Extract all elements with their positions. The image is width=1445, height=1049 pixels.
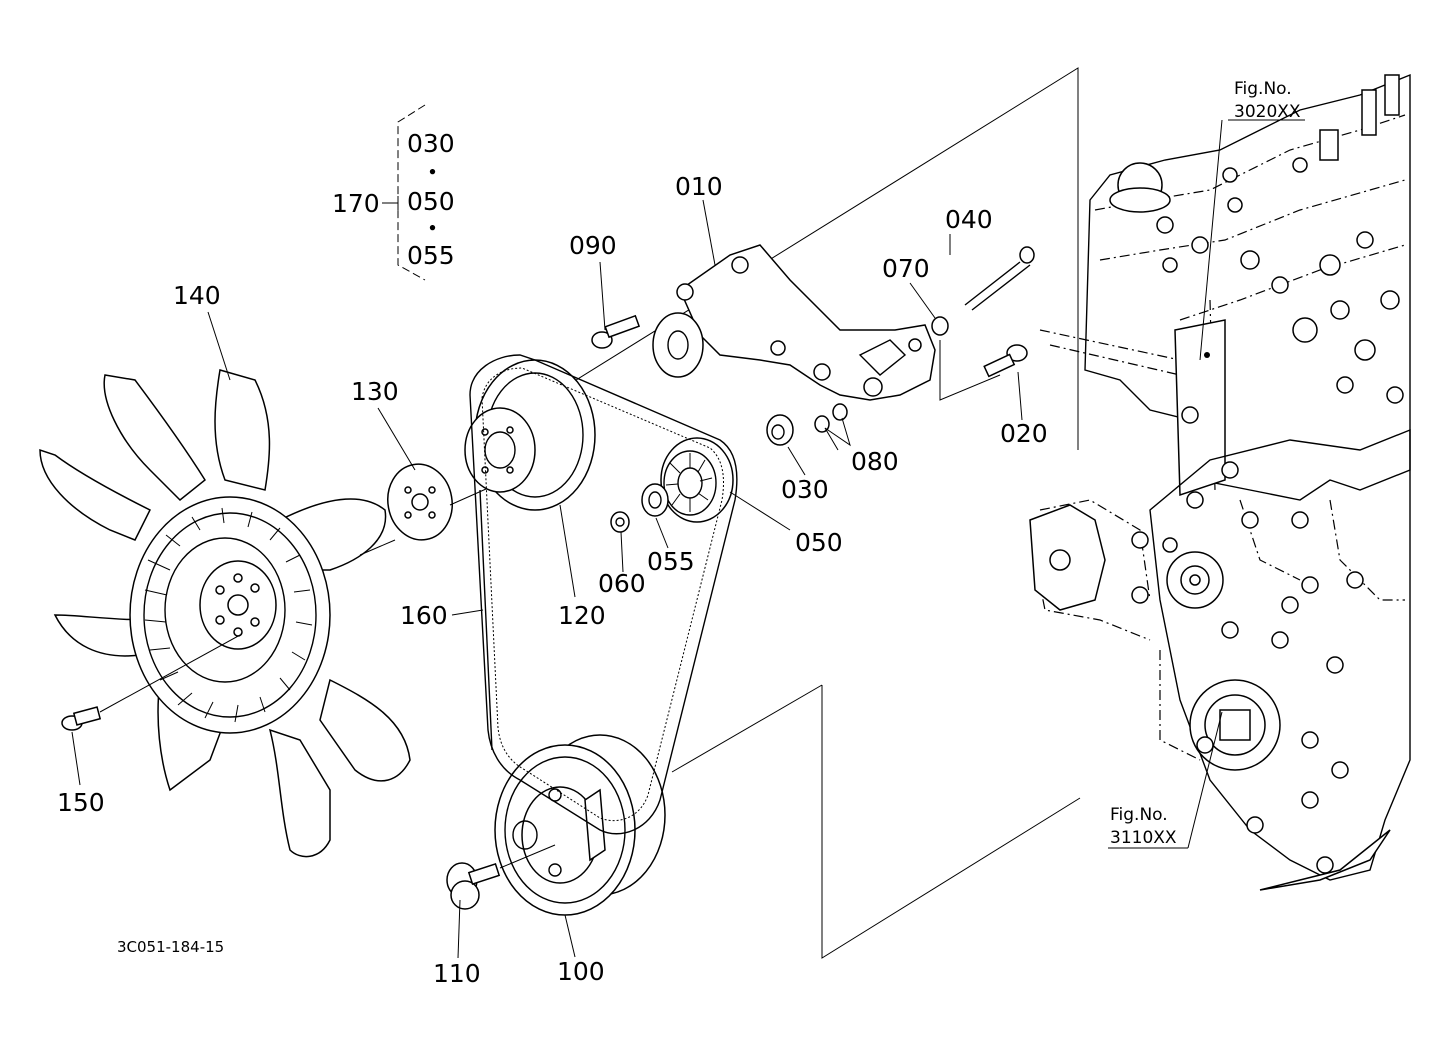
- kit-170-item-055: 055: [407, 241, 455, 270]
- label-050: 050: [795, 528, 843, 557]
- label-150: 150: [57, 788, 105, 817]
- label-120: 120: [558, 601, 606, 630]
- cooling-fan-140[interactable]: [39, 369, 411, 858]
- label-170: 170: [332, 189, 380, 218]
- label-090: 090: [569, 231, 617, 260]
- fig-ref-bottom-value[interactable]: 3110XX: [1110, 828, 1177, 848]
- kit-170-bracket: [382, 104, 426, 281]
- kit-170-item-050: 050: [407, 187, 455, 216]
- bolt-090[interactable]: [591, 314, 641, 349]
- bolt-150[interactable]: [61, 634, 241, 731]
- tension-pulley-050[interactable]: [660, 437, 734, 523]
- bolt-110[interactable]: [446, 844, 556, 910]
- drawing-code: 3C051-184-15: [117, 938, 224, 956]
- bolt-020[interactable]: [983, 344, 1028, 378]
- label-040: 040: [945, 205, 993, 234]
- label-110: 110: [433, 959, 481, 988]
- label-020: 020: [1000, 419, 1048, 448]
- label-055: 055: [647, 547, 695, 576]
- label-070: 070: [882, 254, 930, 283]
- engine-block: [559, 67, 1411, 959]
- spacer-030[interactable]: [766, 414, 794, 446]
- label-030: 030: [781, 475, 829, 504]
- label-080: 080: [851, 447, 899, 476]
- label-140: 140: [173, 281, 221, 310]
- kit-170-separator-2: ・: [420, 214, 445, 243]
- kit-170-item-030: 030: [407, 129, 455, 158]
- kit-170-separator-1: ・: [420, 158, 445, 187]
- washer-055[interactable]: [641, 483, 669, 517]
- fig-ref-bottom-label: Fig.No.: [1110, 805, 1168, 825]
- label-130: 130: [351, 377, 399, 406]
- water-pump-bracket-010[interactable]: [652, 244, 936, 401]
- label-010: 010: [675, 172, 723, 201]
- fan-pulley-120[interactable]: [464, 359, 596, 511]
- fig-ref-top-value[interactable]: 3020XX: [1234, 102, 1301, 122]
- washer-070[interactable]: [931, 316, 949, 336]
- fig-ref-top-label: Fig.No.: [1234, 79, 1292, 99]
- v-belt-160[interactable]: [469, 354, 738, 835]
- leader-lines: [71, 119, 1305, 959]
- label-060: 060: [598, 569, 646, 598]
- nut-060[interactable]: [610, 511, 630, 533]
- fan-spacer-130[interactable]: [382, 459, 458, 545]
- crank-pulley-100[interactable]: [494, 734, 666, 916]
- bolt-040[interactable]: [964, 246, 1035, 311]
- label-100: 100: [557, 957, 605, 986]
- label-160: 160: [400, 601, 448, 630]
